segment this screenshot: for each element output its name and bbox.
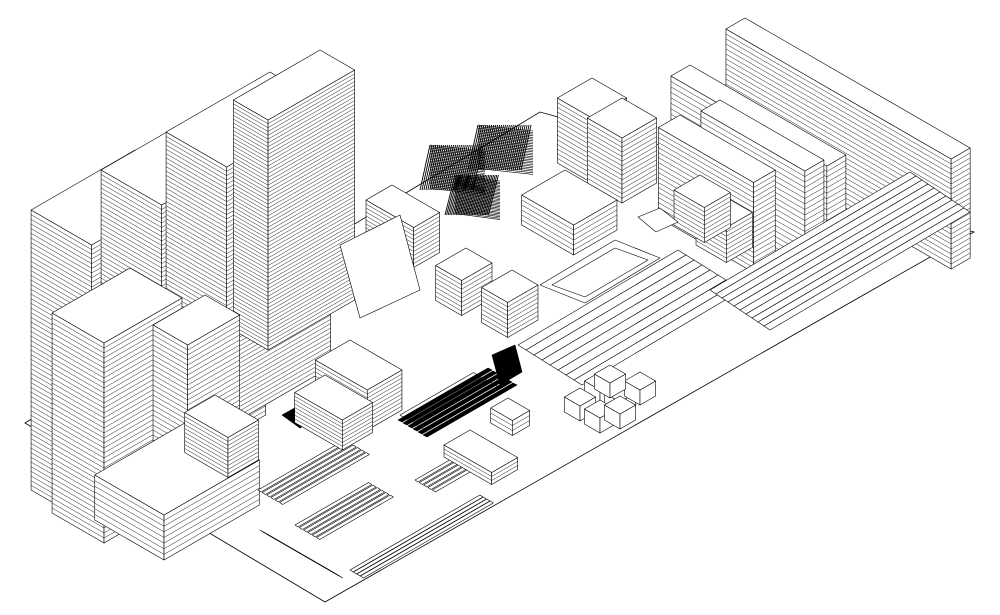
- dark-dense-clusters: [419, 124, 534, 220]
- lattice-blocks: [184, 339, 530, 485]
- central-platforms: [339, 169, 679, 319]
- long-beam-rows: [517, 171, 971, 386]
- small-cube-cluster: [564, 364, 656, 434]
- dark-stripe-rows: [281, 344, 523, 438]
